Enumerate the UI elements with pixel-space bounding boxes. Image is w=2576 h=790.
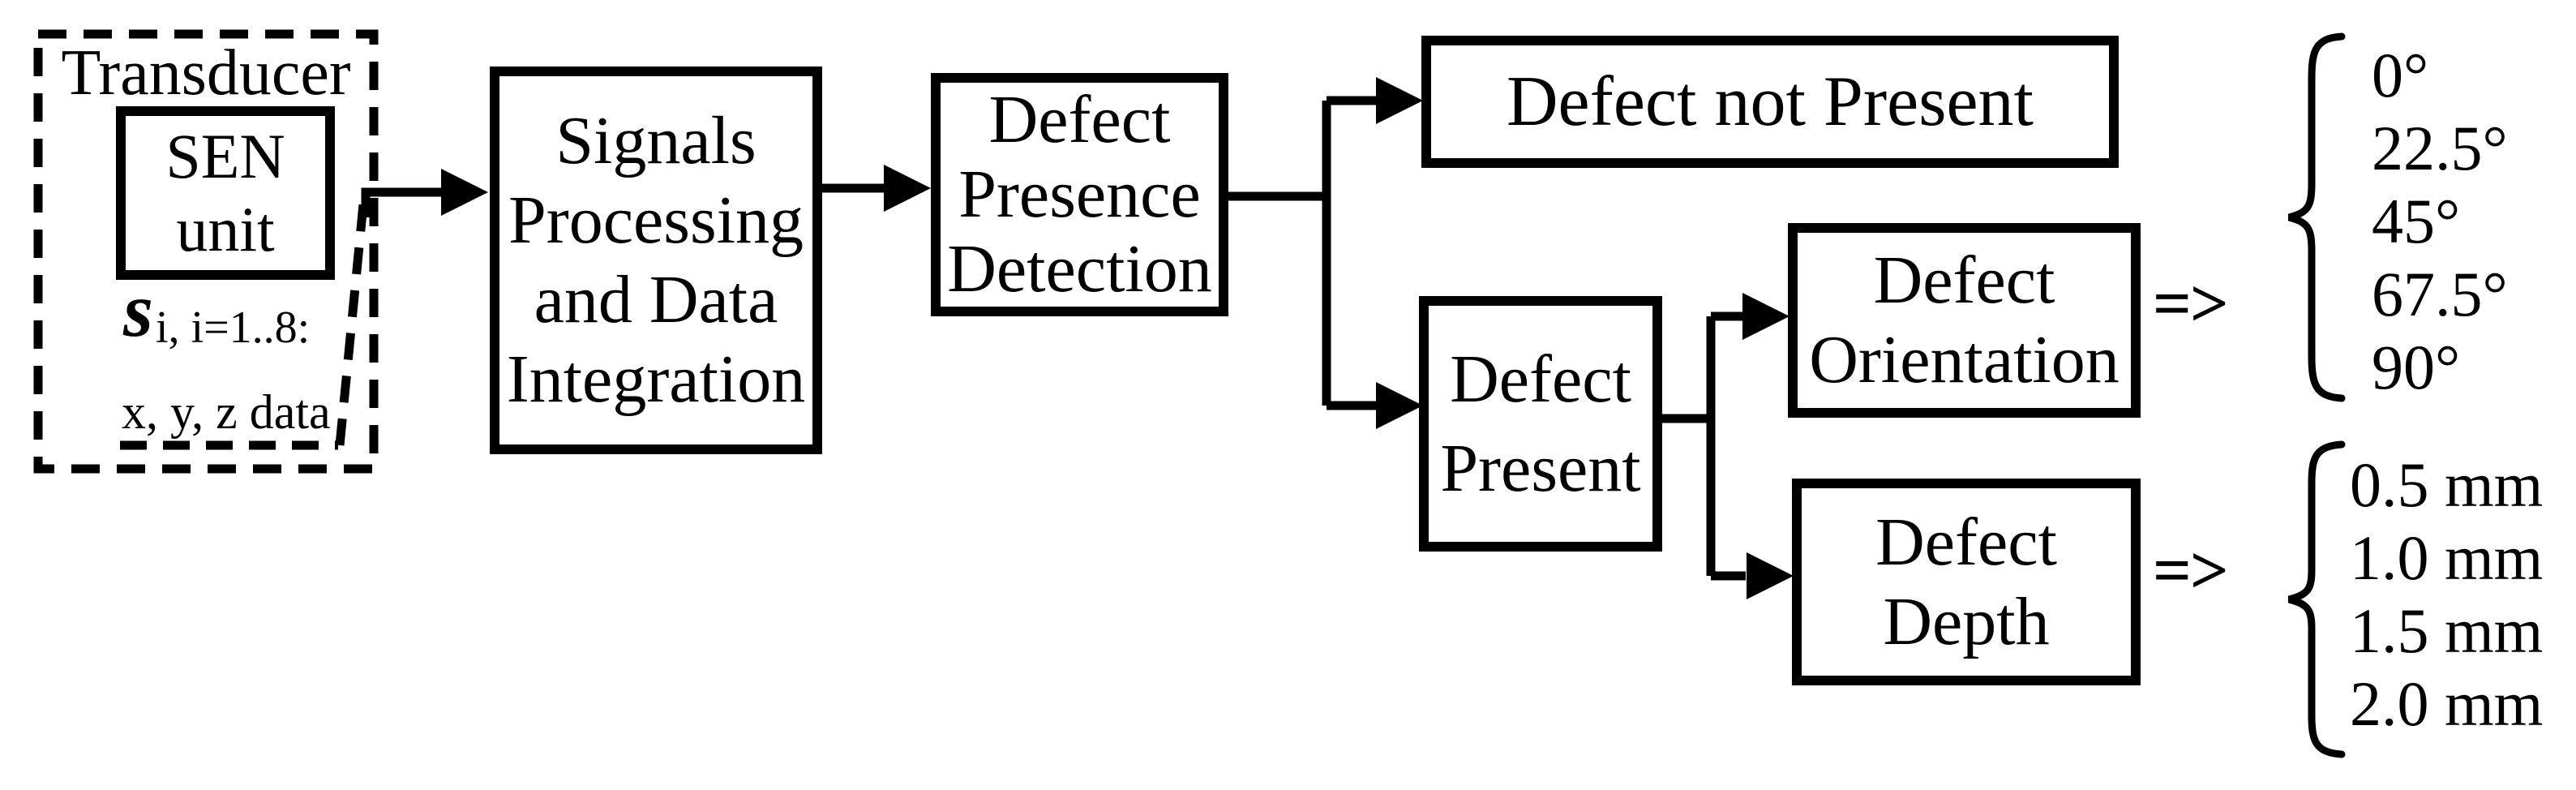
depth-box: Defect Depth <box>1792 479 2141 685</box>
present-label-line: Defect <box>1450 341 1631 417</box>
processing-label-line: and Data <box>534 262 778 337</box>
depth-value: 2.0 mm <box>2350 668 2544 739</box>
depth-values-list: 0.5 mm 1.0 mm 1.5 mm 2.0 mm <box>2350 449 2543 741</box>
detection-label-line: Presence <box>958 157 1201 232</box>
depth-value: 1.0 mm <box>2350 522 2544 593</box>
present-label-line: Present <box>1440 430 1641 506</box>
orientation-label-line: Orientation <box>1809 322 2120 397</box>
orientation-box: Defect Orientation <box>1788 223 2141 418</box>
signal-symbol: s <box>123 267 153 353</box>
processing-label-line: Signals <box>555 103 757 178</box>
processing-label-line: Integration <box>506 341 806 417</box>
orientation-value: 0° <box>2372 40 2429 110</box>
orientation-value: 90° <box>2372 332 2461 402</box>
depth-label-line: Depth <box>1883 583 2050 659</box>
orientation-value: 45° <box>2372 186 2461 256</box>
orientation-value: 67.5° <box>2372 259 2508 329</box>
detection-label-line: Defect <box>988 82 1171 157</box>
transducer-title: Transducer <box>61 37 351 109</box>
not-present-label: Defect not Present <box>1507 62 2034 141</box>
detection-label-line: Detection <box>947 231 1212 307</box>
sen-unit-label-line: unit <box>176 194 275 264</box>
present-box: Defect Present <box>1419 296 1662 552</box>
orientation-values-list: 0° 22.5° 45° 67.5° 90° <box>2372 39 2508 404</box>
processing-label-line: Processing <box>508 182 804 258</box>
signal-data-label: x, y, z data <box>122 385 331 439</box>
sen-unit-label-line: SEN <box>165 121 285 191</box>
not-present-box: Defect not Present <box>1421 36 2119 168</box>
orientation-value: 22.5° <box>2372 113 2508 183</box>
depth-value: 0.5 mm <box>2350 449 2544 520</box>
depth-label-line: Defect <box>1875 504 2057 580</box>
signal-subscript: i, i=1..8: <box>155 303 311 353</box>
signal-vector-label: si, i=1..8: <box>123 272 310 371</box>
orientation-label-line: Defect <box>1873 243 2055 318</box>
orientation-implies-arrow: => <box>2153 266 2229 341</box>
sen-unit-box: SEN unit <box>116 106 335 280</box>
depth-implies-arrow: => <box>2153 533 2229 608</box>
depth-value: 1.5 mm <box>2350 595 2544 666</box>
detection-box: Defect Presence Detection <box>931 73 1228 316</box>
processing-box: Signals Processing and Data Integration <box>490 67 822 454</box>
